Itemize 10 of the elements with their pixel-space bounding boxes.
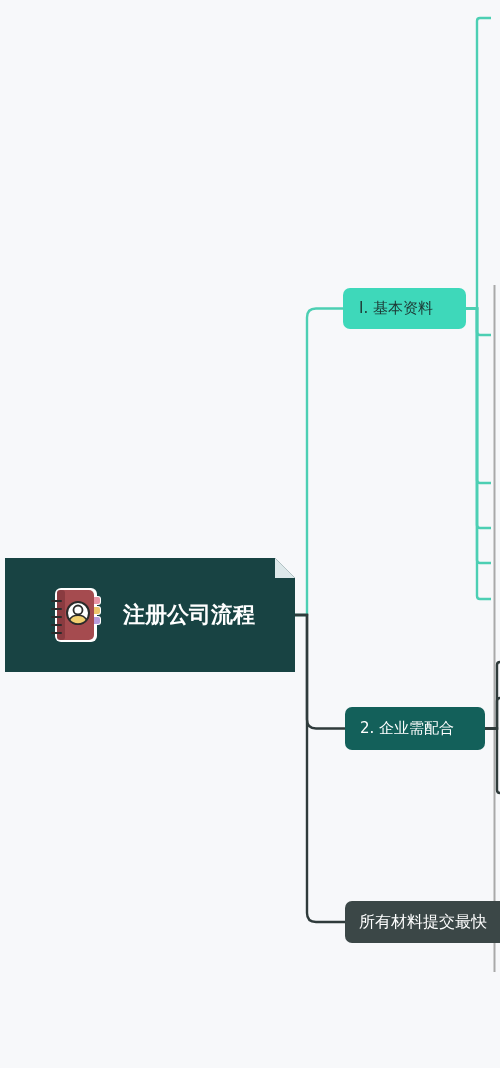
connector-line [295, 613, 345, 924]
topic-label: 2. 企业需配合 [360, 719, 455, 738]
connector-line [485, 727, 500, 795]
topic-label: 所有材料提交最快 [359, 911, 487, 933]
topic-label: I. 基本资料 [359, 299, 433, 318]
branch-topic-box [343, 288, 466, 329]
branch-topic-box [345, 901, 500, 943]
topic-label: 注册公司流程 [123, 601, 255, 629]
branch-topic-box [345, 707, 485, 750]
central-topic-card [5, 558, 295, 672]
